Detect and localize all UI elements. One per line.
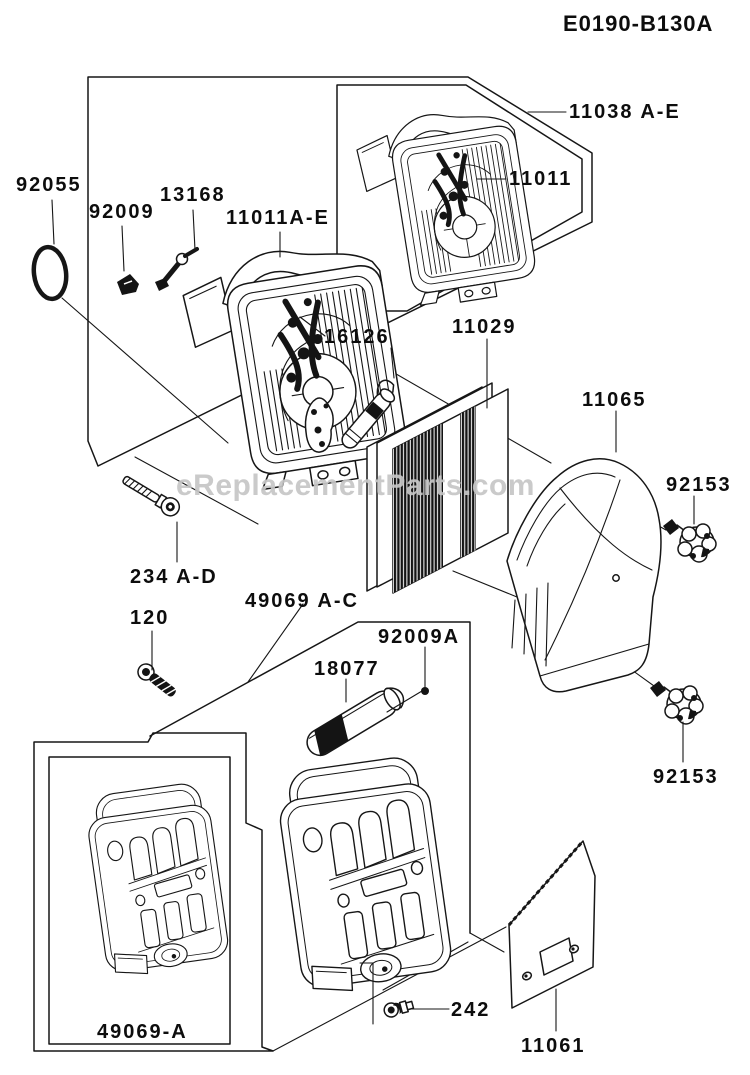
callout-16126: 16126 xyxy=(324,326,390,348)
subassembly-box-11038 xyxy=(336,84,583,312)
bolt-234-drawing xyxy=(122,475,181,517)
callout-120: 120 xyxy=(130,607,170,629)
bolt-242-drawing xyxy=(383,1000,415,1018)
muffler-box-inner xyxy=(48,756,231,1045)
callout-11011a-e: 11011A-E xyxy=(226,207,330,229)
callout-49069-a-c: 49069 A-C xyxy=(245,590,359,612)
callout-92009a: 92009A xyxy=(378,626,461,648)
group-box-49069 xyxy=(149,621,471,934)
callout-13168: 13168 xyxy=(160,184,226,206)
knob-92153-top-drawing xyxy=(662,518,717,563)
knob-92153-bottom-drawing xyxy=(649,680,704,725)
diagram-code: E0190-B130A xyxy=(563,11,714,36)
callout-242: 242 xyxy=(451,999,491,1021)
top-outer-group-box xyxy=(87,76,593,467)
muffler-box-outer xyxy=(33,732,274,1052)
filter-element-11029-drawing xyxy=(366,382,509,594)
callout-234-a-d: 234 A-D xyxy=(130,566,218,588)
breather-16126-drawing xyxy=(304,379,396,453)
lever-13168-drawing xyxy=(155,247,199,291)
muffler-drawing-boxed xyxy=(82,780,232,980)
duct-18077-drawing xyxy=(306,687,405,757)
callout-92055: 92055 xyxy=(16,174,82,196)
oring-92055-drawing xyxy=(31,244,69,302)
callout-11065: 11065 xyxy=(582,389,647,411)
leader-lines xyxy=(51,111,695,1032)
callout-11038-a-e: 11038 A-E xyxy=(569,101,681,123)
muffler-drawing-center xyxy=(273,753,456,998)
clip-92009-drawing xyxy=(117,274,139,295)
callout-11029: 11029 xyxy=(452,316,517,338)
group-boxes xyxy=(33,76,593,1052)
callout-11061: 11061 xyxy=(521,1035,586,1057)
callout-11011: 11011 xyxy=(509,168,573,190)
callout-92153-bottom: 92153 xyxy=(653,766,719,788)
callout-92153-top: 92153 xyxy=(666,474,732,496)
gasket-11061-drawing xyxy=(507,840,596,1009)
callout-18077: 18077 xyxy=(314,658,380,680)
callout-49069-a: 49069-A xyxy=(97,1021,188,1043)
screw-120-drawing xyxy=(137,663,177,697)
callout-92009: 92009 xyxy=(89,201,155,223)
pin-92009a-drawing xyxy=(421,687,429,695)
watermark: eReplacementParts.com xyxy=(176,469,535,502)
cover-11065-drawing xyxy=(506,458,662,693)
